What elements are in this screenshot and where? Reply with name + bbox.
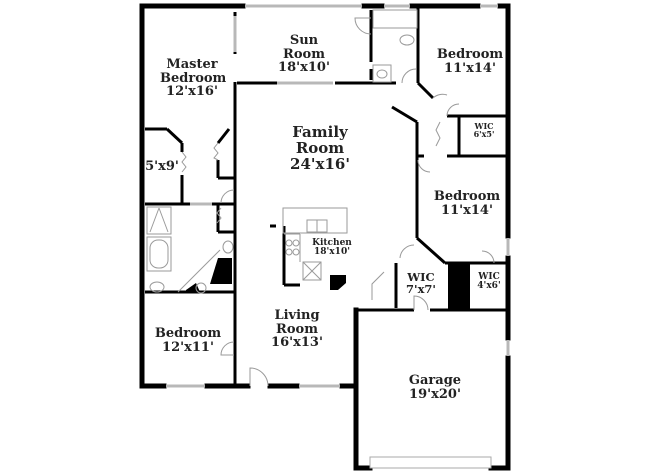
room-label-kitchen: Kitchen 18'x10' [312,238,352,258]
bifold-doors [181,121,441,224]
room-label-wic-ne: WIC 6'x5' [473,121,495,140]
door-swings [220,17,495,387]
room-label-master-bedroom: Master Bedroom 12'x16' [160,57,227,100]
bathroom-fixtures [146,9,418,294]
kitchen-fixtures [282,207,348,281]
room-label-bedroom-ne: Bedroom 11'x14' [436,47,504,76]
room-label-bedroom-sw: Bedroom 12'x11' [154,326,222,355]
room-label-bedroom-e: Bedroom 11'x14' [433,189,501,218]
room-label-garage: Garage 19'x20' [408,373,462,402]
room-label-wic-center: WIC 7'x7' [406,270,436,297]
exterior-walls [139,3,511,471]
closet-blocks [186,258,470,309]
interior-walls [145,8,508,384]
room-label-sun-room: Sun Room 18'x10' [278,33,330,76]
room-label-family-room: Family Room 24'x16' [290,123,350,173]
room-label-wic-e: WIC 4'x6' [477,272,501,292]
windows [166,4,510,388]
room-label-master-closet: 5'x9' [145,159,179,174]
room-label-living-room: Living Room 16'x13' [271,308,323,351]
garage-door [369,456,492,469]
